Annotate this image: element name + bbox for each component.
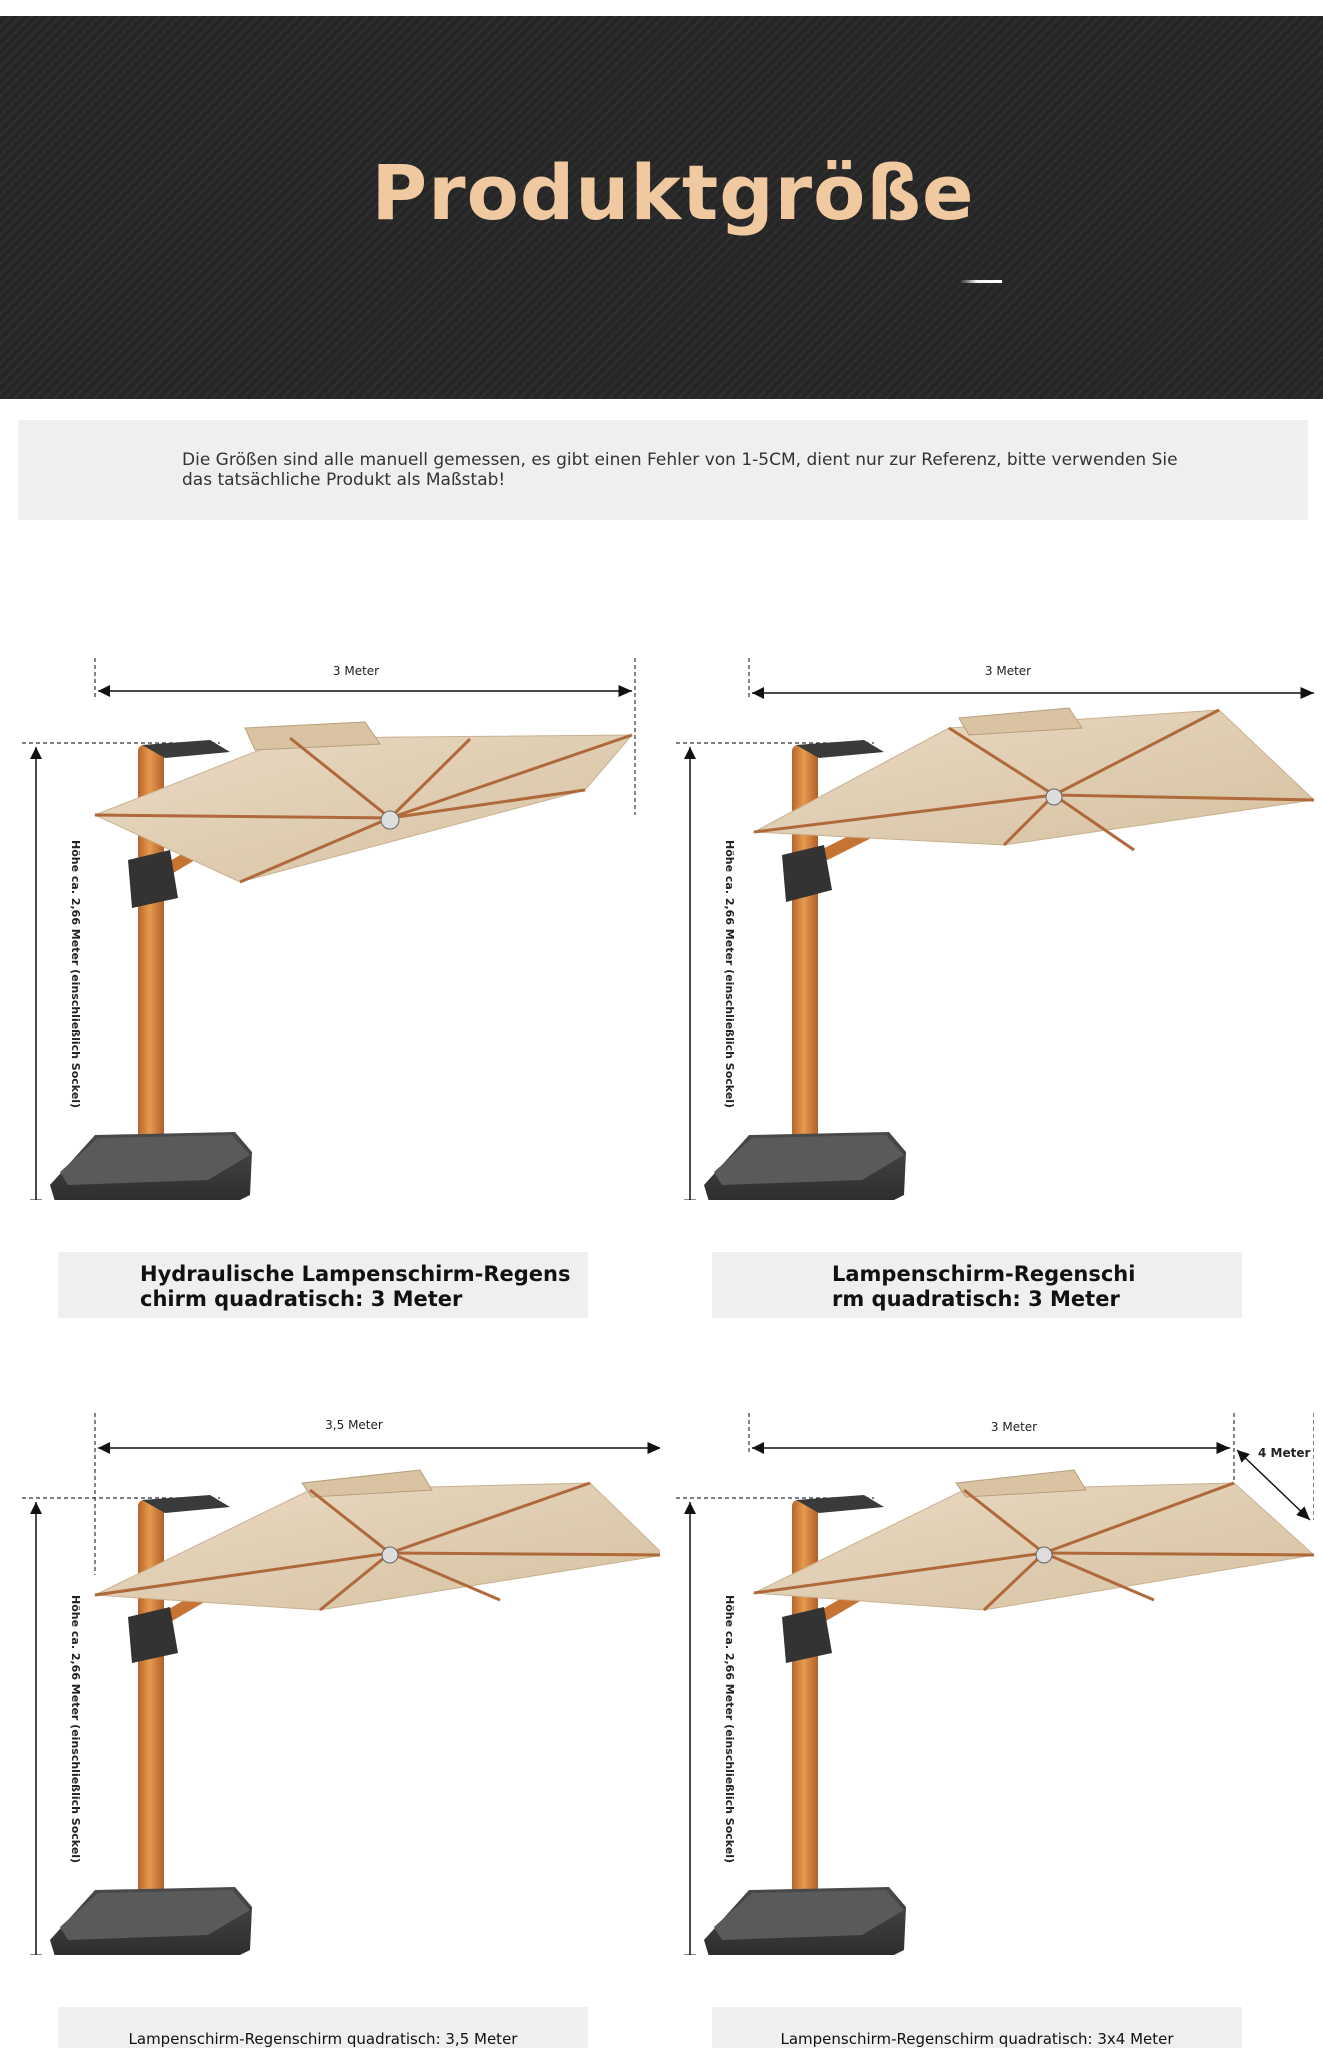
caption-text: Hydraulische Lampenschirm-Regenschirm qu… [140, 1262, 571, 1311]
height-label: Höhe ca. 2,66 Meter (einschließlich Sock… [723, 1595, 736, 1863]
umbrella-diagram-1: 3 Meter Höhe ca. 2,66 Meter (einschließl… [22, 658, 636, 1200]
pole-cap [796, 740, 884, 758]
caption-box-4: Lampenschirm-Regenschirm quadratisch: 3x… [712, 2007, 1242, 2048]
product-card-2: 3 Meter Höhe ca. 2,66 Meter (einschließl… [674, 640, 1314, 1318]
caption-text: Lampenschirm-Regenschirm quadratisch: 3 … [832, 1262, 1136, 1311]
width-label: 3 Meter [991, 1420, 1037, 1434]
product-card-4: 3 Meter 4 Meter Höhe ca. 2,66 Meter (ein… [674, 1395, 1314, 2048]
width-label: 3,5 Meter [325, 1418, 383, 1432]
crank-handle [782, 845, 832, 902]
canopy-ribs [94, 1481, 660, 1612]
crank-handle [128, 1607, 178, 1663]
umbrella-pole [792, 745, 818, 1150]
measurement-notice: Die Größen sind alle manuell gemessen, e… [18, 420, 1308, 520]
canopy-vent-top [301, 1469, 433, 1498]
umbrella-diagram-3: 3,5 Meter Höhe ca. 2,66 Meter (einschlie… [22, 1413, 660, 1955]
depth-label: 4 Meter [1258, 1446, 1310, 1460]
pole-cap [142, 740, 230, 758]
umbrella-diagram-4: 3 Meter 4 Meter Höhe ca. 2,66 Meter (ein… [676, 1413, 1314, 1955]
caption-box-3: Lampenschirm-Regenschirm quadratisch: 3,… [58, 2007, 588, 2048]
canopy-ribs [753, 1481, 1314, 1612]
pole-cap [796, 1495, 884, 1513]
canopy-ribs [94, 733, 633, 884]
base-top [714, 1890, 904, 1940]
height-label: Höhe ca. 2,66 Meter (einschließlich Sock… [723, 840, 736, 1108]
height-label: Höhe ca. 2,66 Meter (einschließlich Sock… [69, 840, 82, 1108]
umbrella-pole [138, 1500, 164, 1905]
led-light [1035, 1546, 1053, 1564]
pole-cap [142, 1495, 230, 1513]
led-light [380, 810, 400, 830]
umbrella-pole [792, 1500, 818, 1905]
canopy-ribs [753, 708, 1314, 852]
page-title: Produktgröße [371, 148, 975, 237]
canopy-vent-top [958, 707, 1083, 736]
product-card-3: 3,5 Meter Höhe ca. 2,66 Meter (einschlie… [20, 1395, 660, 2048]
width-label: 3 Meter [333, 664, 379, 678]
caption-box-1: Hydraulische Lampenschirm-Regenschirm qu… [58, 1252, 588, 1318]
height-label: Höhe ca. 2,66 Meter (einschließlich Sock… [69, 1595, 82, 1863]
width-label: 3 Meter [985, 664, 1031, 678]
base-top [60, 1135, 250, 1185]
umbrella-pole [138, 745, 164, 1150]
hero-banner: Produktgröße [0, 16, 1323, 399]
umbrella-canopy [93, 1482, 660, 1611]
canopy-vent-top [244, 721, 381, 751]
caption-box-2: Lampenschirm-Regenschirm quadratisch: 3 … [712, 1252, 1242, 1318]
title-divider [960, 280, 1002, 283]
depth-dimension-line [1236, 1449, 1311, 1521]
umbrella-canopy [93, 734, 634, 883]
notice-text: Die Größen sind alle manuell gemessen, e… [182, 450, 1178, 490]
led-light [1045, 788, 1063, 806]
canopy-vent-top [955, 1469, 1087, 1498]
base-top [714, 1135, 904, 1185]
caption-text: Lampenschirm-Regenschirm quadratisch: 3x… [780, 2030, 1174, 2048]
crank-handle [782, 1607, 832, 1663]
umbrella-canopy [752, 709, 1314, 846]
product-card-1: 3 Meter Höhe ca. 2,66 Meter (einschließl… [20, 640, 660, 1318]
crank-handle [128, 850, 178, 908]
base-top [60, 1890, 250, 1940]
led-light [381, 1546, 399, 1564]
caption-text: Lampenschirm-Regenschirm quadratisch: 3,… [128, 2030, 518, 2048]
umbrella-diagram-2: 3 Meter Höhe ca. 2,66 Meter (einschließl… [676, 658, 1314, 1200]
